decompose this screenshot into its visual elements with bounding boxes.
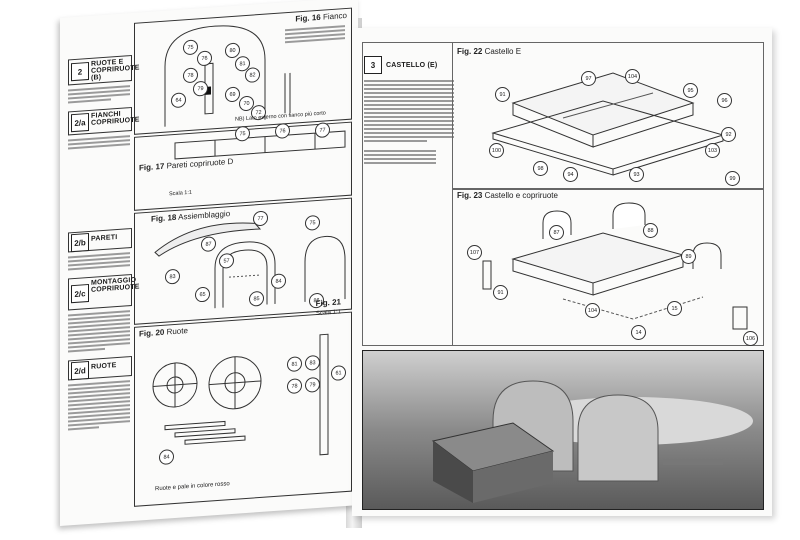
part-tag: 95: [683, 83, 698, 98]
section-title: RUOTE E COPRIRUOTE (B): [91, 58, 140, 82]
section-header-2c: 2/c MONTAGGIO COPRIRUOTE: [68, 273, 140, 311]
fig18-assembly-drawing: [154, 222, 346, 309]
fig-number: Fig. 22: [457, 47, 483, 56]
section-header-3: 3 CASTELLO (E): [364, 56, 454, 74]
fig-caption: Castello e copriruote: [484, 191, 558, 200]
fig22-castle-drawing: [491, 72, 725, 176]
section-title: CASTELLO (E): [386, 61, 438, 69]
part-tag: 92: [721, 127, 736, 142]
part-tag: 96: [717, 93, 732, 108]
part-tag: 91: [493, 285, 508, 300]
section-header-2a: 2/a FIANCHI COPRIRUOTE: [68, 106, 140, 136]
section-number: 2/b: [71, 232, 89, 253]
part-tag: 91: [495, 87, 510, 102]
fig-number: Fig. 21: [315, 297, 341, 309]
section-number: 2/c: [71, 283, 89, 304]
part-tag: 89: [681, 249, 696, 264]
section-title: PARETI: [91, 233, 118, 243]
fig-caption: Castello E: [484, 47, 522, 56]
section-number: 3: [364, 56, 382, 74]
figure-16: Fig. 16 Fianco 75 76 80 81 82 78 79 64 6…: [134, 7, 352, 135]
fig-number: Fig. 23: [457, 191, 483, 200]
section-header-2: 2 RUOTE E COPRIRUOTE (B): [68, 54, 140, 86]
section-title: FIANCHI COPRIRUOTE: [91, 110, 140, 127]
part-tag: 98: [533, 161, 548, 176]
figure-20: Fig. 20 Ruote Fig. 21 Scala 1:1 81 83 78…: [134, 297, 352, 507]
part-tag: 99: [725, 171, 740, 186]
section-number: 2: [71, 61, 89, 82]
part-tag: 97: [581, 71, 596, 86]
part-tag: 94: [563, 167, 578, 182]
part-tag: 104: [625, 69, 640, 84]
part-tag: 93: [629, 167, 644, 182]
section-title: MONTAGGIO COPRIRUOTE: [91, 276, 140, 294]
section-title: RUOTE: [91, 362, 117, 371]
model-photo: [362, 350, 764, 510]
section-number: 2/d: [71, 360, 89, 381]
figure-23: Fig. 23 Castello e copriruote 107 87 88 …: [452, 188, 764, 346]
fig23-castle-assembly-drawing: [482, 202, 748, 330]
figure-17: Fig. 17 Pareti copriruote D 75 76 77 Sca…: [134, 121, 352, 211]
right-text-column: 3 CASTELLO (E): [364, 56, 454, 166]
part-tag: 103: [705, 143, 720, 158]
part-tag: 15: [667, 301, 682, 316]
figure-18: Fig. 18 Assiemblaggio 77 87 83 84 85 57 …: [134, 197, 352, 325]
part-tag: 107: [467, 245, 482, 260]
model-photo-shapes: [431, 380, 753, 503]
section-number: 2/a: [71, 112, 89, 133]
right-page: 3 CASTELLO (E) Fig. 22 Castello E: [352, 28, 772, 516]
left-text-column: 2 RUOTE E COPRIRUOTE (B) 2/a FIANCHI COP…: [68, 54, 140, 153]
part-tag: 88: [643, 223, 658, 238]
fig17-wall-drawing: [174, 130, 346, 160]
left-text-column-lower: 2/b PARETI 2/c MONTAGGIO COPRIRUOTE 2/d …: [68, 227, 140, 434]
part-tag: 14: [631, 325, 646, 340]
part-tag: 100: [489, 143, 504, 158]
part-tag: 106: [743, 331, 758, 346]
fig20-wheel-drawing: [152, 333, 329, 456]
part-tag: 104: [585, 303, 600, 318]
part-tag: 87: [549, 225, 564, 240]
figure-22: Fig. 22 Castello E 91 97 104 95 96 92 10…: [452, 42, 764, 190]
left-page: 2 RUOTE E COPRIRUOTE (B) 2/a FIANCHI COP…: [60, 0, 358, 527]
